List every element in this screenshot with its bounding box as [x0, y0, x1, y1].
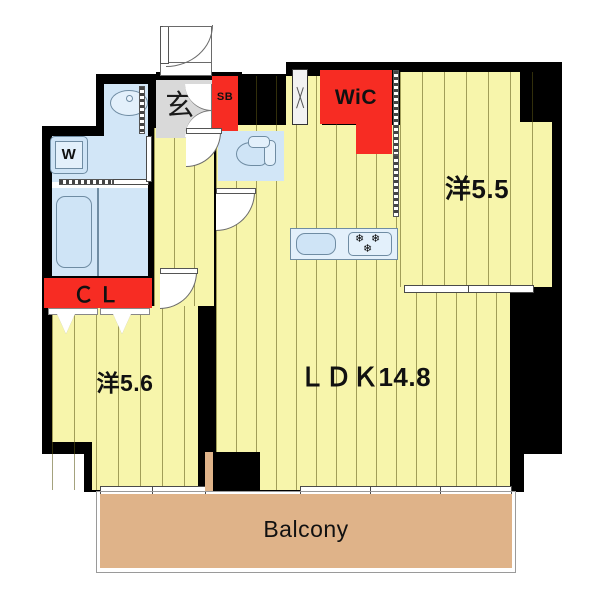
structural-pillar — [212, 452, 260, 492]
cl-fold-chevron-left — [57, 314, 75, 334]
closet-wic-leg — [356, 70, 392, 154]
washroom-bath-divider — [52, 182, 148, 188]
western56-door-leaf — [160, 268, 198, 274]
room-label-western-55: 洋5.5 — [444, 174, 510, 204]
washing-machine-body — [55, 141, 83, 169]
western55-partition-door — [393, 155, 399, 217]
wic-sliding-door — [393, 70, 399, 155]
closet-shoe-box — [212, 76, 238, 134]
western55-window-left — [404, 285, 470, 293]
room-western-56-ext — [92, 306, 198, 490]
balcony-outline — [96, 491, 516, 573]
washroom-counter-strip — [59, 179, 113, 185]
stove-burner-center-icon: ❄ — [363, 243, 373, 255]
closet-wic-label: WiC — [334, 86, 378, 109]
ldk-door-leaf — [216, 188, 256, 194]
western55-window-right — [468, 285, 534, 293]
shoe-box-label: SB — [216, 91, 234, 103]
room-label-ldk: ＬＤＫ14.8 — [298, 362, 432, 392]
pillar-side-strip — [205, 452, 213, 492]
bathtub-fixture — [56, 196, 92, 268]
room-label-western-56: 洋5.6 — [96, 370, 154, 396]
wic-vent-icon — [292, 69, 308, 125]
washroom-sliding-door — [139, 86, 145, 134]
room-balcony — [100, 494, 512, 568]
toilet-door-leaf — [186, 128, 222, 134]
balcony-label: Balcony — [263, 516, 349, 542]
closet-cl-label: ＣＬ — [73, 284, 123, 307]
kitchen-sink — [296, 233, 336, 255]
toilet-lid — [248, 136, 270, 148]
washroom-entry-door — [146, 136, 152, 182]
cl-fold-chevron-right — [113, 314, 131, 334]
bathroom-split-line — [97, 188, 99, 276]
kitchen-stove — [348, 232, 392, 256]
stove-burner-left-icon: ❄ — [355, 233, 365, 245]
washroom-door-panel — [113, 179, 149, 185]
closet-cl — [44, 278, 152, 308]
stove-burner-right-icon: ❄ — [371, 233, 381, 245]
room-western-55-ext — [400, 122, 552, 287]
washing-machine-label: W — [61, 146, 77, 163]
wash-basin-tap-icon — [126, 95, 133, 102]
